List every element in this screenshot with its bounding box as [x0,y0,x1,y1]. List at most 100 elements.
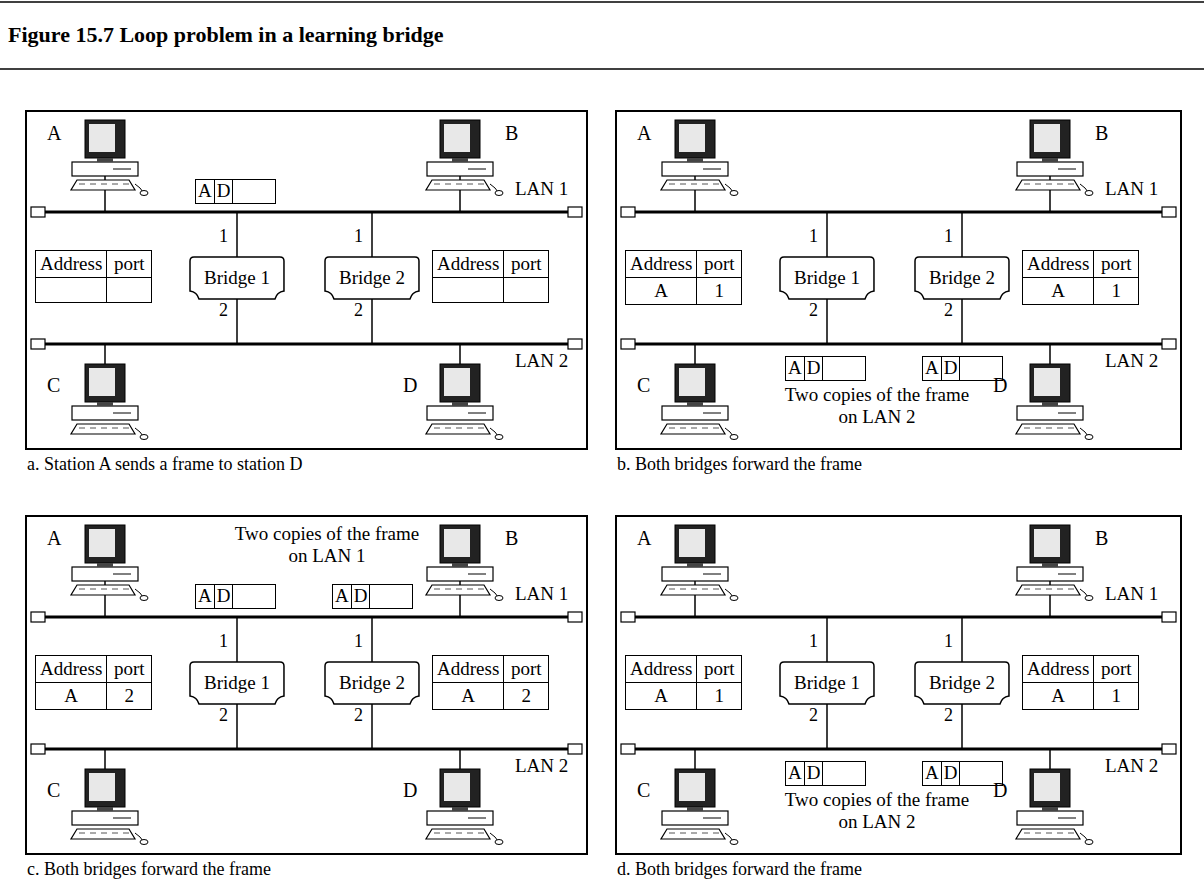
figure-title: Figure 15.7 Loop problem in a learning b… [8,22,444,48]
panel-caption: d. Both bridges forward the frame [617,859,862,880]
lan-name: LAN 1 [515,583,568,604]
bus-terminator [31,207,45,217]
keyboard [1016,424,1080,434]
keyboard-keys [1024,589,1030,590]
port-number: 1 [809,631,818,651]
keyboard-keys [79,833,85,834]
computer-base [427,162,493,176]
frame-box: AD [195,584,276,609]
monitor-case [85,364,125,402]
keyboard [426,424,490,434]
monitor-case [675,769,715,807]
computer-base [427,811,493,825]
bridge-box: Bridge 2 [915,662,1009,704]
table-header: Address [1023,251,1094,278]
bridge-box: Bridge 2 [325,662,419,704]
mouse [495,191,503,196]
table-cell: A [1023,683,1094,709]
frame-address: D [805,357,824,380]
keyboard-keys [1046,428,1052,429]
drop-cable [694,344,696,364]
monitor-stand [1042,158,1058,162]
top-rule [0,1,1204,3]
keyboard-keys [691,184,697,185]
keyboard-keys [434,184,440,185]
port-number: 2 [219,300,228,320]
keyboard-keys [79,428,85,429]
station-letter-holder: B [505,527,518,550]
mouse [495,435,503,440]
keyboard-keys [691,833,697,834]
port-number-holder: 1 [944,226,953,247]
bridge-shape [325,257,419,299]
table-cell [36,278,107,302]
keyboard-keys [691,428,697,429]
station-letter-holder: B [505,122,518,145]
monitor-stand [97,158,113,162]
computer-slot [113,169,131,170]
lan-bus [45,748,568,751]
bus-terminator [621,339,635,349]
monitor-screen [89,124,115,152]
drop-cable [1049,749,1051,769]
table-header: port [107,251,151,278]
station-letter-holder: C [47,779,60,802]
mouse [140,191,148,196]
bus-terminator [1162,339,1176,349]
frame-box: AD [922,356,1003,381]
monitor-screen [679,124,705,152]
computer-base [662,406,728,420]
title-text: Figure 15.7 Loop problem in a learning b… [8,22,444,47]
keyboard-keys [123,589,129,590]
port-number-holder: 2 [219,705,228,726]
keyboard-keys [101,589,107,590]
keyboard-keys [1068,428,1074,429]
station-letter: C [47,779,60,801]
monitor-stand [687,158,703,162]
table-header: Address [1023,656,1094,683]
port-number-holder: 2 [219,300,228,321]
monitor-case [85,769,125,807]
bus-terminator [621,744,635,754]
drop-cable [459,749,461,769]
keyboard-keys [456,589,462,590]
address-table: Addressport [432,250,549,303]
keyboard-keys [1035,833,1041,834]
port-number-holder: 1 [809,226,818,247]
keyboard-keys [1057,589,1063,590]
port-number: 2 [809,300,818,320]
keyboard-keys [445,184,451,185]
address-table: Addressport [35,250,152,303]
table-cell: A [1023,278,1094,304]
monitor-screen [1034,529,1060,557]
table-cell [504,278,548,302]
computer-base [1017,162,1083,176]
port-number-holder: 2 [944,705,953,726]
keyboard [71,180,135,190]
monitor-stand [1042,563,1058,567]
monitor-screen [89,773,115,801]
table-header: port [697,656,741,683]
keyboard-keys [456,833,462,834]
table-cell: A [626,278,697,304]
station-letter: C [47,374,60,396]
lan-bus [635,748,1162,751]
computer-base [662,162,728,176]
keyboard-keys [1057,833,1063,834]
bus-terminator [1162,612,1176,622]
lan-name-holder: LAN 2 [515,755,568,777]
drop-cable [1049,344,1051,364]
frame-address: A [786,357,805,380]
station-letter-holder: A [47,527,61,550]
keyboard [661,829,725,839]
bridge-box: Bridge 1 [190,662,284,704]
keyboard-keys [680,428,686,429]
keyboard [661,424,725,434]
computer-base [72,811,138,825]
port-number: 2 [354,300,363,320]
monitor-stand [452,158,468,162]
frame-box: AD [332,584,413,609]
keyboard-keys [1046,184,1052,185]
keyboard-keys [1057,184,1063,185]
